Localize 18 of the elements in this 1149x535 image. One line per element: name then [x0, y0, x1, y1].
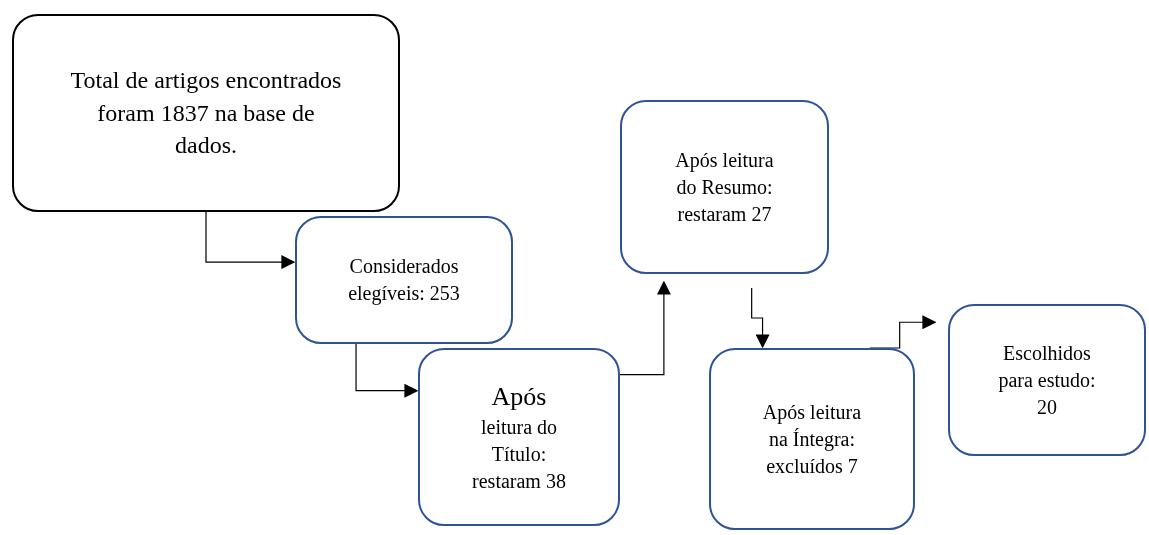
- process-box: [709, 348, 915, 530]
- arrow: [205, 211, 296, 270]
- arrow: [355, 343, 419, 398]
- arrow: [619, 280, 671, 376]
- box-text: Após leitura do Resumo: restaram 27: [674, 147, 775, 227]
- box-text: Após leitura na Íntegra: excluídos 7: [761, 399, 863, 479]
- process-box: [418, 348, 620, 526]
- box-text: Após: [491, 380, 547, 413]
- process-box: [295, 216, 513, 344]
- box-text: leitura do Título: restaram 38: [471, 415, 567, 495]
- arrow: [751, 287, 770, 349]
- process-box: [948, 304, 1146, 456]
- box-text: Escolhidos para estudo: 20: [997, 340, 1097, 420]
- box-text: Total de artigos encontrados foram 1837 na base de dados.: [69, 66, 343, 161]
- box-text: Considerados elegíveis: 253: [347, 254, 461, 307]
- process-box: [620, 100, 829, 274]
- arrow: [869, 315, 937, 349]
- process-box: [12, 14, 400, 212]
